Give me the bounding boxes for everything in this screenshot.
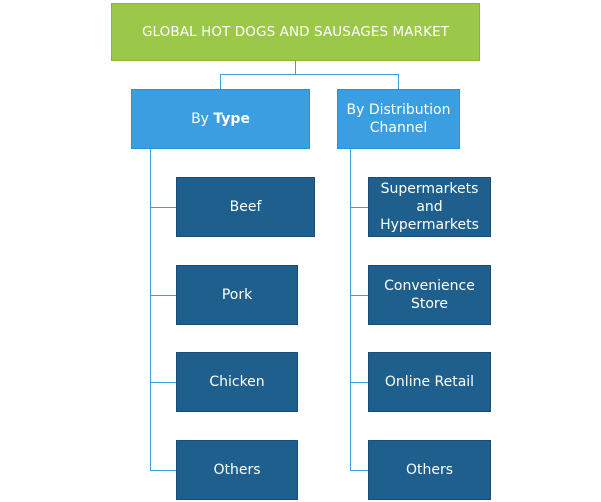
type-item-label: Beef xyxy=(229,199,262,215)
connector-to-type xyxy=(220,74,221,89)
category-distribution-line2: Channel xyxy=(369,120,428,136)
connector-dist-others xyxy=(350,470,368,471)
category-by-type: By Type xyxy=(131,89,310,149)
dist-item-online-retail: Online Retail xyxy=(368,352,491,412)
category-type-bold: Type xyxy=(213,111,250,127)
dist-item-line: Supermarkets xyxy=(380,181,479,197)
dist-item-label: Convenience Store xyxy=(384,277,475,313)
dist-item-supermarkets: Supermarkets and Hypermarkets xyxy=(368,177,491,237)
dist-item-convenience-store: Convenience Store xyxy=(368,265,491,325)
type-item-label: Chicken xyxy=(209,374,265,390)
type-item-beef: Beef xyxy=(176,177,315,237)
connector-dist-trunk xyxy=(350,149,351,471)
category-distribution-label: By Distribution Channel xyxy=(346,101,450,137)
dist-item-others: Others xyxy=(368,440,491,500)
connector-dist-supermarkets xyxy=(350,207,368,208)
dist-item-line: Store xyxy=(410,296,448,312)
category-type-label: By Type xyxy=(191,110,250,128)
category-type-prefix: By xyxy=(191,111,209,127)
dist-item-line: Hypermarkets xyxy=(380,217,479,233)
connector-type-trunk xyxy=(150,149,151,471)
connector-type-beef xyxy=(150,207,176,208)
type-item-label: Others xyxy=(213,462,261,478)
connector-root-horizontal xyxy=(220,74,399,75)
category-distribution-line1: By Distribution xyxy=(346,102,451,118)
type-item-label: Pork xyxy=(221,287,253,303)
dist-item-label: Online Retail xyxy=(384,374,475,390)
connector-dist-online xyxy=(350,382,368,383)
dist-item-label: Others xyxy=(405,462,454,478)
connector-type-pork xyxy=(150,295,176,296)
root-title: GLOBAL HOT DOGS AND SAUSAGES MARKET xyxy=(141,24,450,40)
dist-item-line: Convenience xyxy=(384,278,475,294)
category-by-distribution-channel: By Distribution Channel xyxy=(337,89,460,149)
dist-item-line: and xyxy=(416,199,443,215)
connector-dist-convenience xyxy=(350,295,368,296)
root-node: GLOBAL HOT DOGS AND SAUSAGES MARKET xyxy=(111,3,480,61)
connector-root-down xyxy=(295,61,296,74)
connector-to-distribution xyxy=(398,74,399,89)
type-item-others: Others xyxy=(176,440,298,500)
connector-type-others xyxy=(150,470,176,471)
type-item-chicken: Chicken xyxy=(176,352,298,412)
connector-type-chicken xyxy=(150,382,176,383)
type-item-pork: Pork xyxy=(176,265,298,325)
dist-item-label: Supermarkets and Hypermarkets xyxy=(380,180,479,234)
